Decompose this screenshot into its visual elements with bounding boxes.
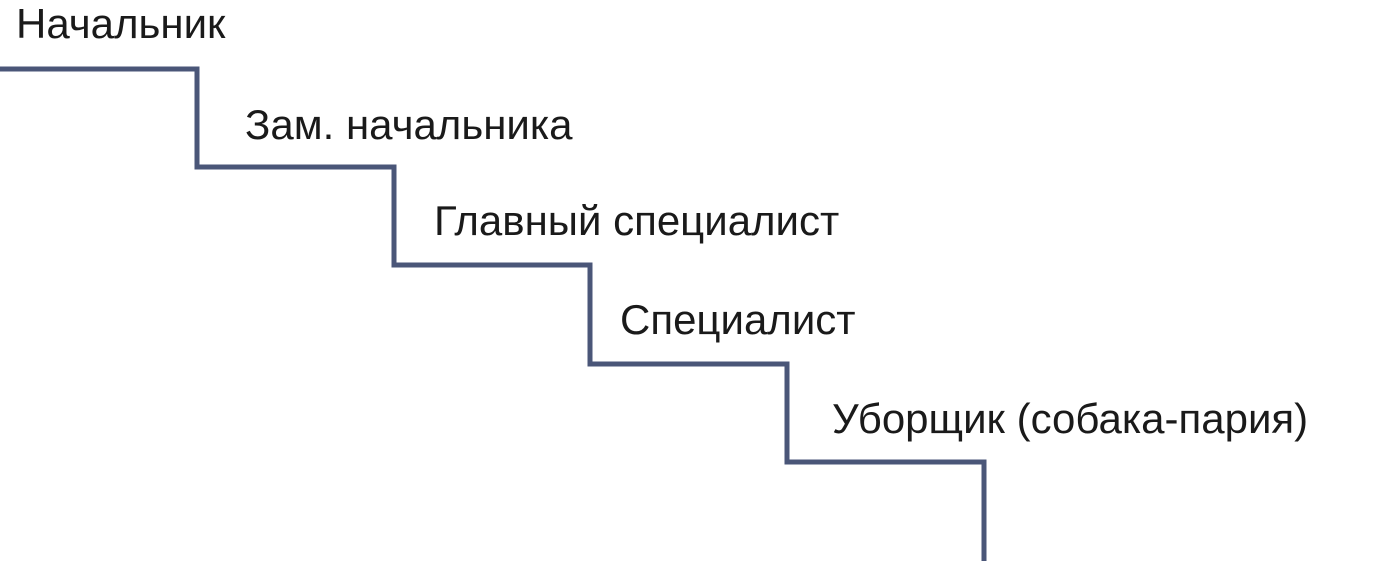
- step-label-deputy-chief: Зам. начальника: [245, 101, 573, 148]
- step-label-cleaner: Уборщик (собака-пария): [832, 395, 1309, 442]
- staircase-path: [0, 66, 987, 561]
- step-label-chief: Начальник: [16, 0, 226, 47]
- step-label-lead-specialist: Главный специалист: [434, 197, 840, 244]
- step-label-specialist: Специалист: [620, 296, 856, 343]
